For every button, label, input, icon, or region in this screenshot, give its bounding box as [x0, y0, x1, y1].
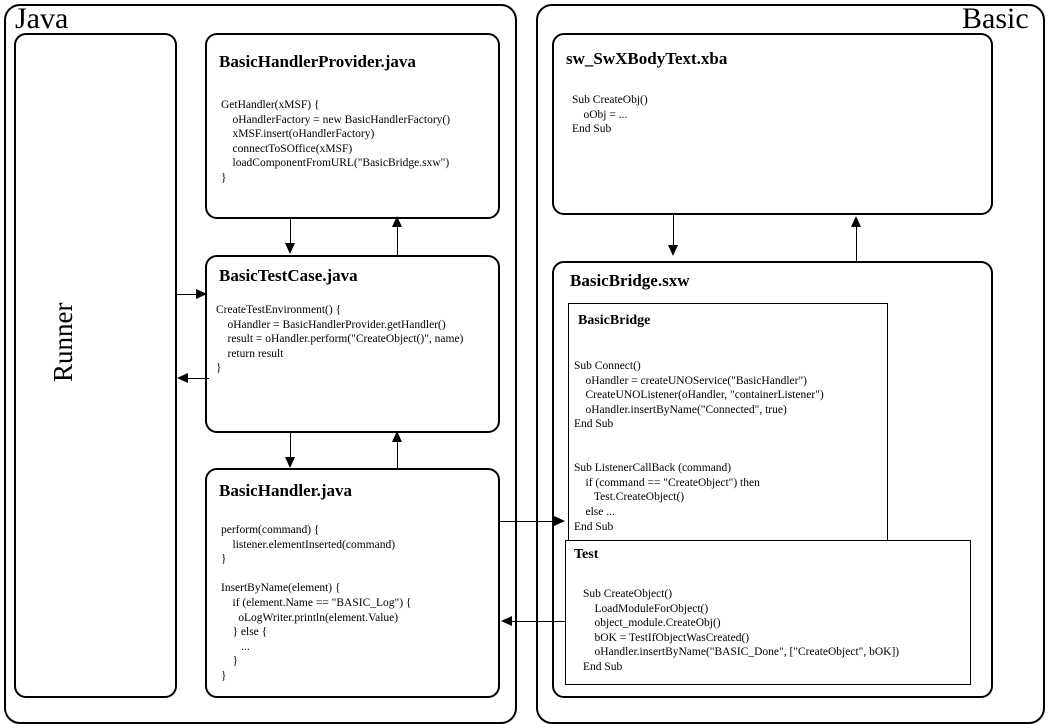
basic-handler-provider-box	[205, 33, 500, 219]
java-panel-title: Java	[15, 2, 69, 35]
basic-handler-box	[205, 468, 500, 698]
basic-test-case-box	[205, 255, 500, 433]
connector-runner-to-testcase-arrow	[196, 289, 207, 299]
connector-bridge-to-handler-arrow	[501, 616, 512, 626]
basic-panel	[536, 4, 1045, 724]
connector-testcase-to-provider-line	[397, 226, 398, 255]
connector-bodytext-to-bridge-line	[673, 215, 674, 246]
basic-bridge-module	[568, 303, 888, 541]
connector-handler-to-testcase-arrow	[392, 431, 402, 442]
test-module	[565, 540, 971, 685]
sw-swxbodytext-box	[552, 33, 993, 215]
connector-testcase-to-handler-arrow	[285, 457, 295, 468]
basic-bridge-module-code: Sub Connect() oHandler = createUNOServic…	[574, 360, 824, 533]
basic-handler-title: BasicHandler.java	[219, 481, 353, 500]
connector-testcase-to-handler-line	[290, 433, 291, 458]
sw-swxbodytext-code: Sub CreateObj() oObj = ... End Sub	[572, 94, 648, 136]
connector-bodytext-to-bridge-arrow	[668, 245, 678, 256]
connector-testcase-to-runner-arrow	[177, 373, 188, 383]
connector-handler-to-bridge-line	[500, 521, 557, 522]
test-module-code: Sub CreateObject() LoadModuleForObject()…	[583, 588, 900, 673]
java-panel	[4, 4, 517, 724]
basic-handler-provider-code: GetHandler(xMSF) { oHandlerFactory = new…	[221, 99, 451, 184]
connector-provider-to-testcase-line	[290, 219, 291, 244]
basic-bridge-sxw-title: BasicBridge.sxw	[570, 271, 690, 290]
basic-handler-code: perform(command) { listener.elementInser…	[221, 524, 412, 682]
test-module-title: Test	[574, 547, 599, 562]
basic-test-case-title: BasicTestCase.java	[219, 266, 358, 285]
basic-panel-title: Basic	[962, 2, 1029, 35]
basic-test-case-code: CreateTestEnvironment() { oHandler = Bas…	[216, 304, 464, 375]
connector-testcase-to-runner-line	[186, 378, 209, 379]
basic-handler-provider-title: BasicHandlerProvider.java	[219, 52, 416, 71]
connector-bridge-to-handler-line	[510, 621, 565, 622]
connector-handler-to-bridge-arrow	[554, 516, 565, 526]
basic-bridge-module-title: BasicBridge	[578, 313, 651, 328]
connector-bridge-to-bodytext-line	[856, 226, 857, 261]
runner-label: Runner	[48, 302, 78, 382]
sw-swxbodytext-title: sw_SwXBodyText.xba	[566, 49, 728, 68]
runner-box	[14, 33, 177, 698]
connector-runner-to-testcase-line	[177, 294, 199, 295]
connector-provider-to-testcase-arrow	[285, 243, 295, 254]
connector-handler-to-testcase-line	[397, 441, 398, 468]
connector-testcase-to-provider-arrow	[392, 216, 402, 227]
connector-bridge-to-bodytext-arrow	[851, 216, 861, 227]
